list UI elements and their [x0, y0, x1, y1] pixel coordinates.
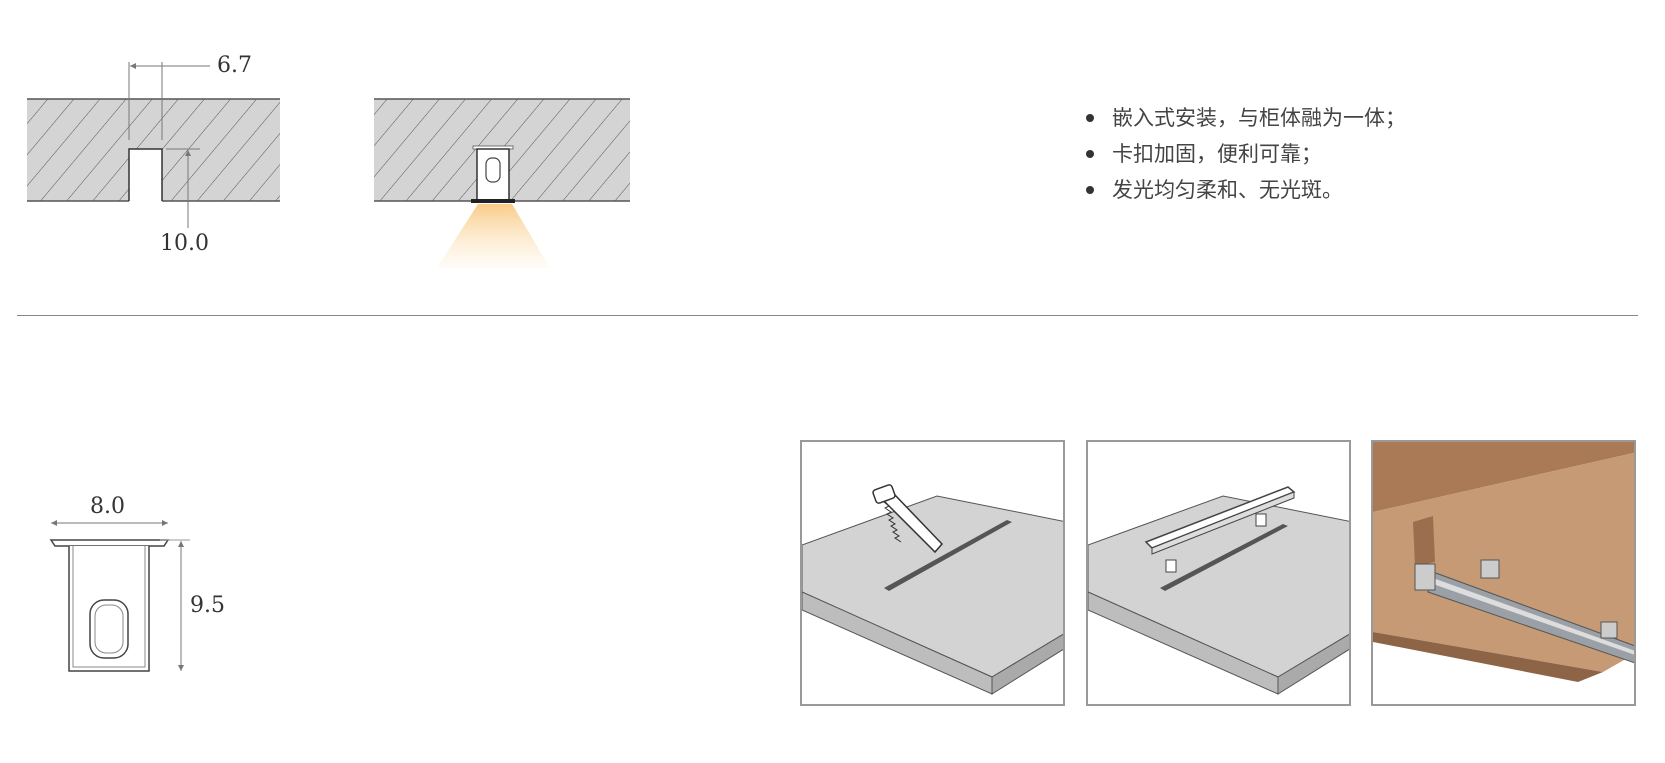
profile-drawing [49, 520, 190, 672]
step-insert-clips-panel [1086, 440, 1351, 706]
feature-text: 卡扣加固，便利可靠； [1112, 142, 1322, 166]
feature-text: 嵌入式安装，与柜体融为一体； [1112, 106, 1406, 130]
saw-icon [872, 484, 944, 554]
profile-width-label: 8.0 [90, 494, 125, 519]
feature-item: 发光均匀柔和、无光斑。 [1082, 172, 1406, 208]
groove-depth-label: 10.0 [160, 231, 209, 256]
groove-width-label: 6.7 [217, 53, 252, 78]
groove-cross-section [27, 62, 280, 228]
step-installed-photo-panel [1371, 440, 1636, 706]
bullet-icon [1086, 186, 1094, 194]
light-beam [437, 204, 550, 268]
feature-item: 嵌入式安装，与柜体融为一体； [1082, 100, 1406, 136]
bullet-icon [1086, 114, 1094, 122]
bullet-icon [1086, 150, 1094, 158]
section-divider [17, 315, 1638, 316]
feature-list: 嵌入式安装，与柜体融为一体； 卡扣加固，便利可靠； 发光均匀柔和、无光斑。 [1082, 100, 1406, 208]
installed-cross-section [374, 98, 630, 268]
feature-text: 发光均匀柔和、无光斑。 [1112, 178, 1343, 202]
profile-height-label: 9.5 [190, 593, 225, 618]
groove-and-installed-diagrams [27, 62, 630, 268]
feature-item: 卡扣加固，便利可靠； [1082, 136, 1406, 172]
step-cut-groove-panel [800, 440, 1065, 706]
